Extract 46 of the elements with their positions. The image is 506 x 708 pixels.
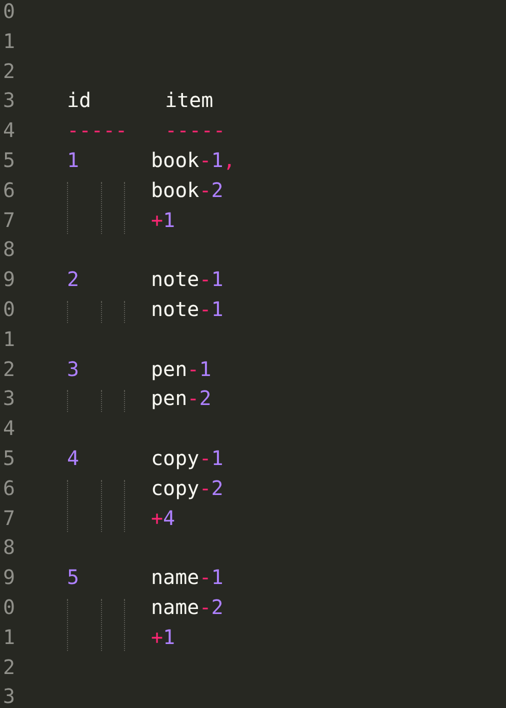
line-number: 0 [3,299,16,319]
id-value: 3 [67,358,80,379]
item-count: +1 [151,626,176,647]
line-number: 4 [3,120,16,140]
item-value: copy-1 [151,448,224,468]
line-number: 4 [3,418,16,438]
item-value: name-2 [151,597,224,617]
item-value: book-1, [151,150,236,170]
line-number: 0 [3,597,16,617]
line-number: 8 [3,239,16,260]
header-underline: ----- [165,120,226,140]
line-number: 3 [3,686,16,706]
line-number: 5 [3,150,16,170]
item-value: pen-2 [151,388,212,408]
line-number: 3 [3,388,16,408]
column-header: item [165,90,214,110]
item-value: note-1 [151,269,224,290]
line-number: 8 [3,537,16,558]
line-number: 1 [3,30,16,51]
line-number: 1 [3,626,16,647]
item-count: +4 [151,508,176,528]
item-value: copy-2 [151,478,224,498]
line-number: 2 [3,358,16,379]
item-value: name-1 [151,567,224,588]
line-number: 0 [3,1,16,21]
line-number: 6 [3,180,16,200]
line-number: 2 [3,60,16,81]
line-number: 7 [3,508,16,528]
header-underline: ----- [67,120,128,140]
id-value: 5 [67,567,80,588]
item-value: pen-1 [151,358,212,379]
line-number: 7 [3,210,16,230]
line-number: 5 [3,448,16,468]
line-number: 2 [3,656,16,677]
line-number: 1 [3,328,16,349]
id-value: 1 [67,150,80,170]
id-value: 4 [67,448,80,468]
item-value: book-2 [151,180,224,200]
id-value: 2 [67,269,80,290]
item-value: note-1 [151,299,224,319]
line-number: 9 [3,567,16,588]
line-number: 3 [3,90,16,110]
line-number: 6 [3,478,16,498]
column-header: id [67,90,92,110]
item-count: +1 [151,210,176,230]
line-number: 9 [3,269,16,290]
